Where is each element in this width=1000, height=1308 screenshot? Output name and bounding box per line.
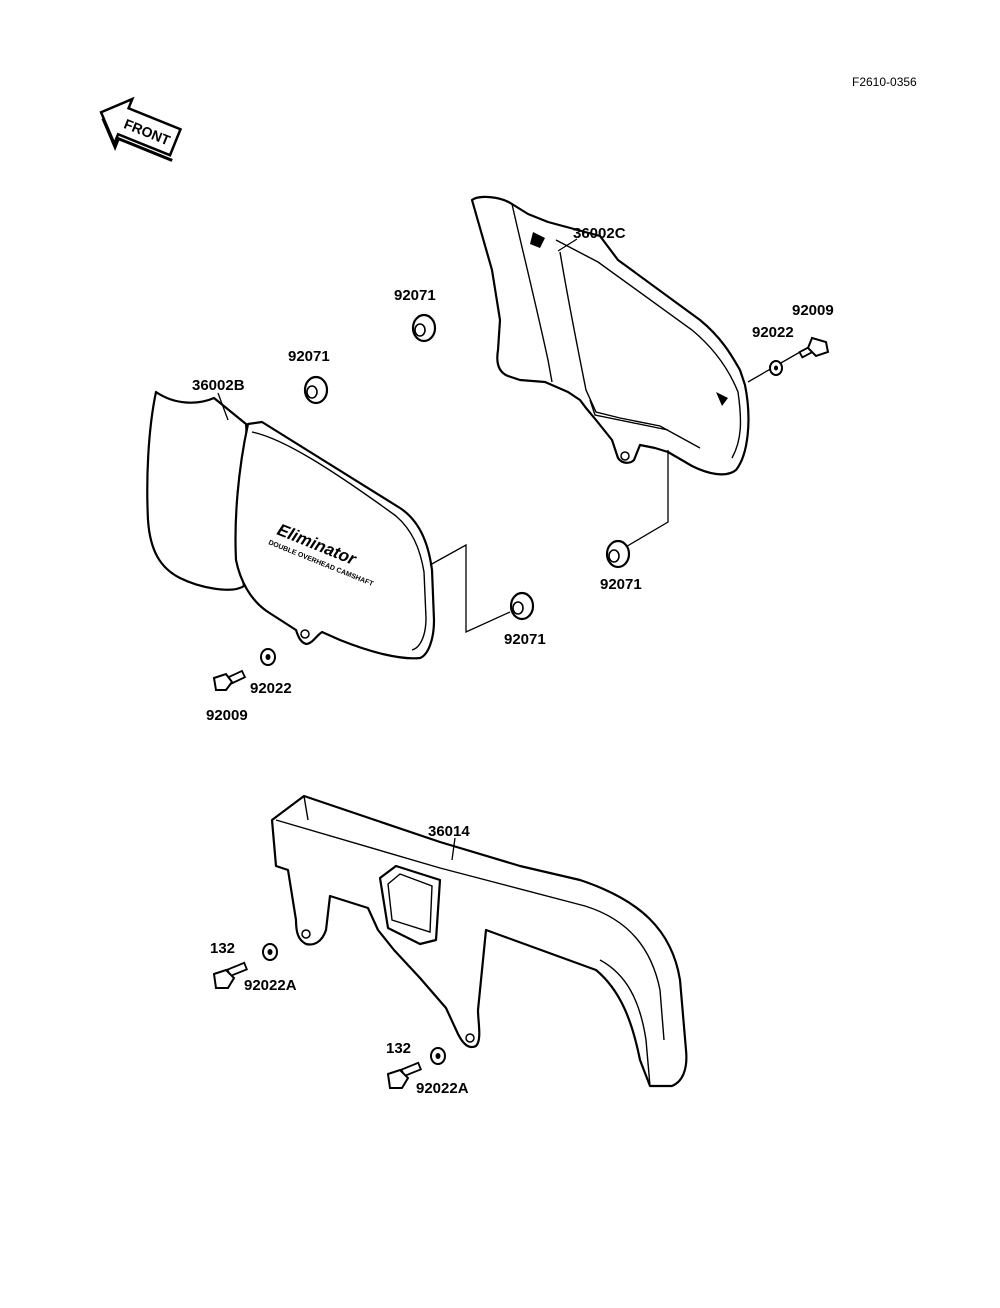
- label-92022A-a: 92022A: [244, 977, 297, 994]
- washer-92022A-b: 92022A: [416, 1047, 469, 1097]
- bolt-132-b: 132: [386, 1040, 423, 1089]
- label-92071-top: 92071: [394, 287, 436, 304]
- label-36014: 36014: [428, 823, 470, 840]
- front-arrow-icon: FRONT: [99, 96, 183, 162]
- grommet-92071-center: 92071: [429, 543, 546, 648]
- label-92022-left: 92022: [250, 680, 292, 697]
- bolt-92009-right: 92009: [747, 302, 834, 383]
- grommet-92071-right: 92071: [600, 450, 669, 593]
- label-92022-right: 92022: [752, 324, 794, 341]
- chain-cover: 36014: [270, 794, 688, 1088]
- label-132-b: 132: [386, 1040, 411, 1057]
- bolt-132-a: 132: [210, 940, 249, 989]
- label-132-a: 132: [210, 940, 235, 957]
- label-36002C: 36002C: [573, 225, 626, 242]
- washer-92022A-a: 92022A: [244, 943, 297, 994]
- label-92071-mid: 92071: [288, 348, 330, 365]
- label-92022A-b: 92022A: [416, 1080, 469, 1097]
- bolt-92009-left: 92009: [206, 669, 248, 724]
- right-side-cover: 36002C: [470, 195, 750, 476]
- grommet-92071-mid: 92071: [288, 348, 330, 405]
- left-side-cover: Eliminator DOUBLE OVERHEAD CAMSHAFT 3600…: [146, 377, 436, 660]
- label-92071-center: 92071: [504, 631, 546, 648]
- reference-code: F2610-0356: [852, 75, 917, 89]
- label-36002B: 36002B: [192, 377, 245, 394]
- grommet-92071-top: 92071: [394, 287, 437, 343]
- label-92009-left: 92009: [206, 707, 248, 724]
- washer-92022-left: 92022: [250, 648, 292, 697]
- label-92071-right: 92071: [600, 576, 642, 593]
- washer-92022-right: 92022: [752, 324, 794, 376]
- label-92009-right: 92009: [792, 302, 834, 319]
